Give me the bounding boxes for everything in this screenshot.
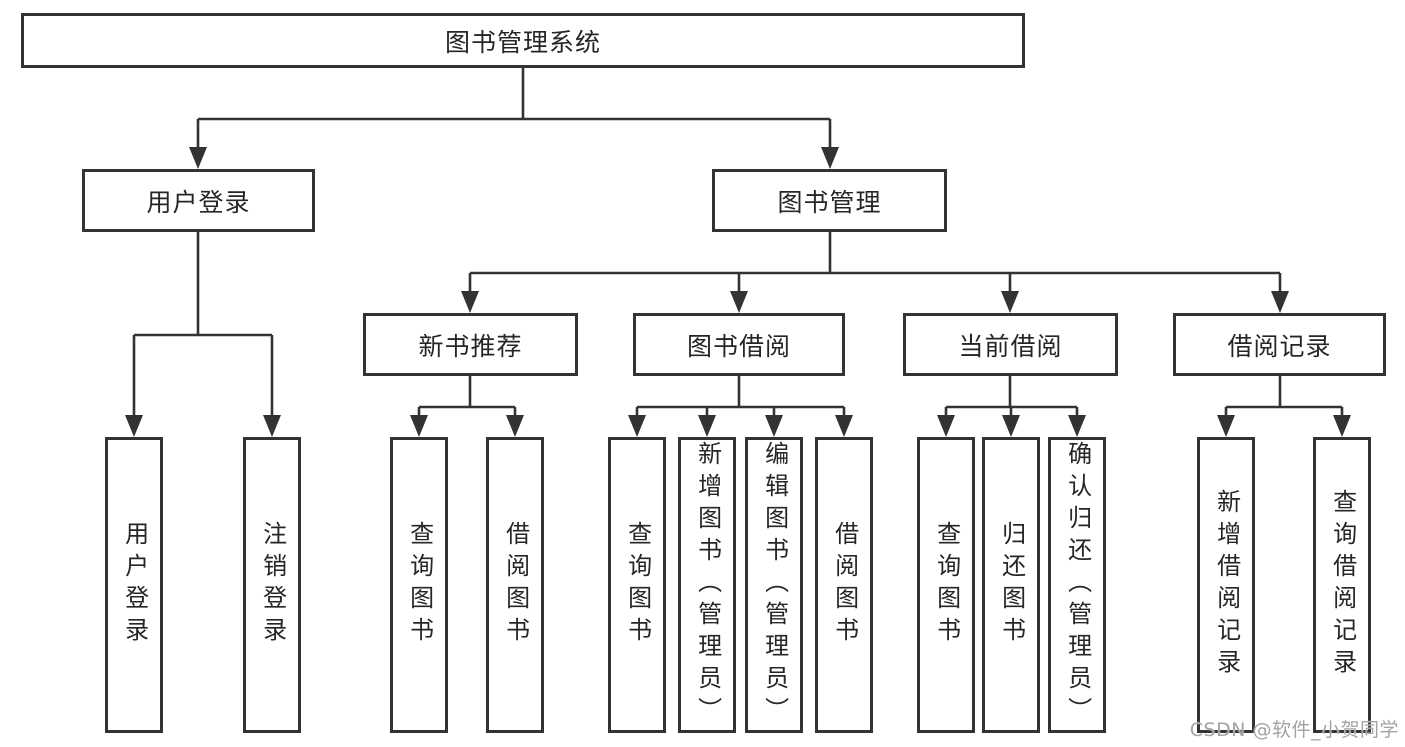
connector-current-to-leaves (944, 376, 1079, 418)
leaf-query-books-borrow-label: 查询图书 (623, 521, 652, 649)
node-library-system: 图书管理系统 (21, 13, 1025, 68)
leaf-user-login-label: 用户登录 (120, 521, 149, 649)
connector-root-to-level2 (196, 68, 832, 150)
leaf-query-books-current-label: 查询图书 (932, 521, 961, 649)
connector-recommend-to-leaves (417, 376, 517, 418)
leaf-logout-label: 注销登录 (258, 521, 287, 649)
node-current-borrow-label: 当前借阅 (958, 331, 1063, 361)
leaf-return-book: 归还图书 (982, 437, 1040, 733)
watermark: CSDN @软件_小贺同学 (1189, 719, 1399, 741)
node-borrow-records: 借阅记录 (1173, 313, 1386, 376)
node-library-system-label: 图书管理系统 (444, 27, 601, 57)
node-new-book-recommend-label: 新书推荐 (418, 331, 523, 361)
leaf-add-borrow-record-label: 新增借阅记录 (1212, 489, 1241, 681)
node-book-management: 图书管理 (712, 169, 947, 232)
leaf-query-books-current: 查询图书 (917, 437, 975, 733)
node-borrow-records-label: 借阅记录 (1227, 331, 1332, 361)
leaf-borrow-books-label: 借阅图书 (830, 521, 859, 649)
node-book-borrow: 图书借阅 (633, 313, 845, 376)
leaf-query-books-recommend-label: 查询图书 (405, 521, 434, 649)
connector-login-to-leaves (132, 232, 274, 418)
leaf-query-books-borrow: 查询图书 (608, 437, 666, 733)
node-book-management-label: 图书管理 (777, 187, 882, 217)
connector-mgmt-to-level3 (468, 232, 1282, 294)
leaf-query-borrow-record: 查询借阅记录 (1313, 437, 1371, 733)
leaf-confirm-return-admin-label: 确认归还（管理员） (1063, 441, 1092, 729)
leaf-confirm-return-admin: 确认归还（管理员） (1048, 437, 1106, 733)
node-user-login-module: 用户登录 (82, 169, 315, 232)
leaf-query-books-recommend: 查询图书 (390, 437, 448, 733)
leaf-edit-book-admin: 编辑图书（管理员） (745, 437, 803, 733)
node-book-borrow-label: 图书借阅 (686, 331, 791, 361)
leaf-query-borrow-record-label: 查询借阅记录 (1328, 489, 1357, 681)
node-new-book-recommend: 新书推荐 (363, 313, 578, 376)
leaf-add-borrow-record: 新增借阅记录 (1197, 437, 1255, 733)
connector-records-to-leaves (1224, 376, 1344, 418)
leaf-borrow-books-recommend: 借阅图书 (486, 437, 544, 733)
leaf-add-book-admin: 新增图书（管理员） (678, 437, 736, 733)
connector-borrow-to-leaves (635, 376, 846, 418)
leaf-edit-book-admin-label: 编辑图书（管理员） (760, 441, 789, 729)
node-user-login-module-label: 用户登录 (146, 187, 251, 217)
leaf-return-book-label: 归还图书 (997, 521, 1026, 649)
node-current-borrow: 当前借阅 (903, 313, 1118, 376)
leaf-borrow-books-recommend-label: 借阅图书 (501, 521, 530, 649)
leaf-logout: 注销登录 (243, 437, 301, 733)
leaf-user-login: 用户登录 (105, 437, 163, 733)
leaf-borrow-books: 借阅图书 (815, 437, 873, 733)
leaf-add-book-admin-label: 新增图书（管理员） (693, 441, 722, 729)
